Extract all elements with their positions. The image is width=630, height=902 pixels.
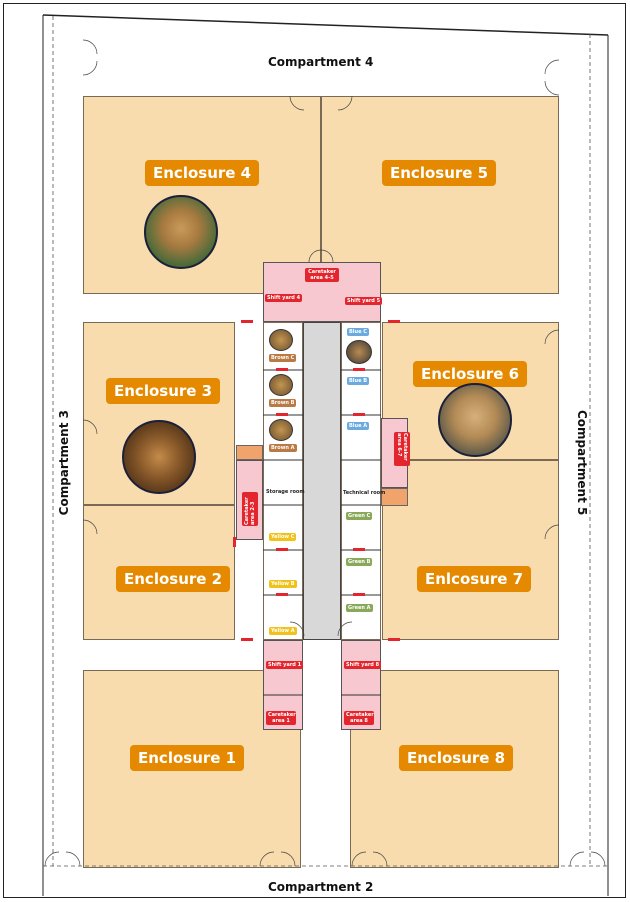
den-brown-b-label: Brown B (269, 399, 297, 407)
den-yellow-b-label: Yellow B (269, 580, 297, 588)
caretaker-area-1-label: Caretaker area 1 (266, 711, 296, 725)
caretaker-area-6-7-label: Caretaker area 6-7 (394, 432, 410, 466)
compartment-3-label: Compartment 3 (57, 410, 71, 516)
brown-b-thumbnail (269, 374, 293, 396)
enclosure-7-label: Enlcosure 7 (417, 566, 532, 592)
den-blue-a-label: Blue A (347, 422, 370, 430)
shift-yard-1-label: Shift yard 1 (266, 661, 304, 669)
den-green-b-label: Green B (346, 558, 373, 566)
storage-room-label: Storage room (266, 489, 305, 495)
den-green-a-label: Green A (346, 604, 373, 612)
caretaker-area-8-label: Caretaker area 8 (344, 711, 374, 725)
compartment-5-label: Compartment 5 (575, 410, 589, 516)
shift-yard-8-label: Shift yard 8 (344, 661, 382, 669)
den-brown-c-label: Brown C (269, 354, 297, 362)
enclosure-4-label: Enclosure 4 (145, 160, 260, 186)
enclosure-2-label: Enclosure 2 (116, 566, 231, 592)
blue-c-thumbnail (346, 340, 372, 364)
lion-photo-enclosure-3 (122, 420, 196, 494)
side-corridor-left (236, 445, 263, 460)
enclosure-5-label: Enclosure 5 (382, 160, 497, 186)
den-green-c-label: Green C (346, 512, 373, 520)
enclosure-8-label: Enclosure 8 (399, 745, 514, 771)
den-yellow-a-label: Yellow A (269, 627, 297, 635)
enclosure-7-area (382, 460, 559, 640)
brown-a-thumbnail (269, 419, 293, 441)
den-column-right (341, 322, 381, 640)
central-corridor (303, 322, 341, 640)
enclosure-6-label: Enclosure 6 (413, 361, 528, 387)
caretaker-area-4-5-label: Caretaker area 4-5 (305, 268, 339, 282)
enclosure-5-area (321, 96, 559, 294)
lioness-photo-enclosure-4 (144, 195, 218, 269)
den-blue-b-label: Blue B (347, 377, 370, 385)
shift-yard-4-label: Shift yard 4 (265, 294, 303, 302)
den-blue-c-label: Blue C (347, 328, 369, 336)
enclosure-3-label: Enclosure 3 (106, 378, 221, 404)
enclosure-1-label: Enclosure 1 (130, 745, 245, 771)
den-yellow-c-label: Yellow C (269, 533, 297, 541)
den-brown-a-label: Brown A (269, 444, 297, 452)
side-corridor-right (381, 488, 408, 506)
shift-yard-5-label: Shift yard 5 (345, 297, 383, 305)
compartment-2-label: Compartment 2 (268, 880, 374, 894)
compartment-4-label: Compartment 4 (268, 55, 374, 69)
caretaker-area-2-3-label: Caretaker area 2-3 (242, 492, 258, 526)
lioness-photo-enclosure-6 (438, 383, 512, 457)
technical-room-label: Technical room (343, 490, 386, 496)
page-frame (3, 3, 626, 898)
brown-c-thumbnail (269, 329, 293, 351)
